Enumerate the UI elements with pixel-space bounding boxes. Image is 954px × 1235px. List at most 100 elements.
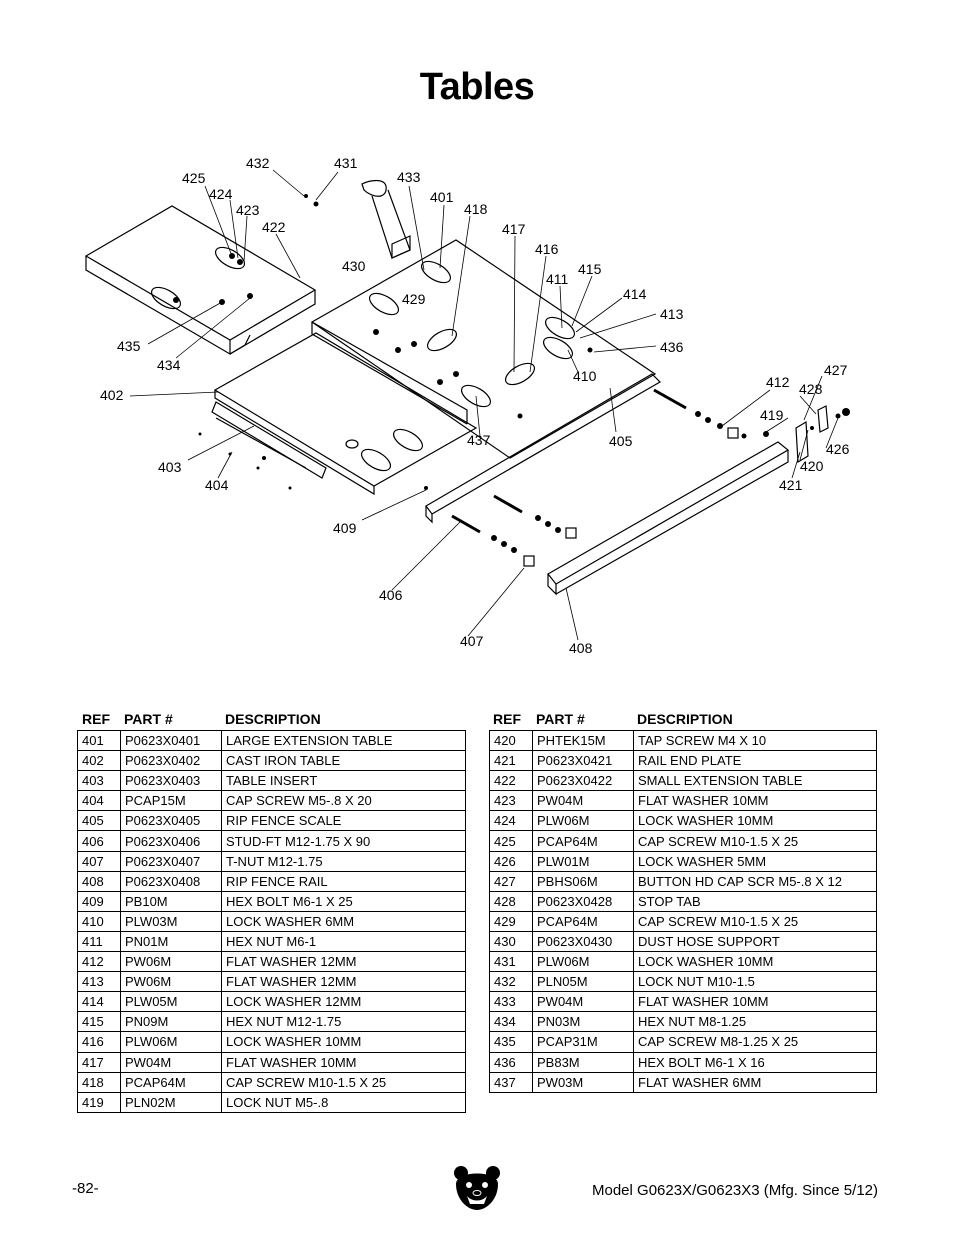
callout-429: 429 — [402, 291, 426, 307]
part-number-cell: P0623X0428 — [533, 891, 634, 911]
description-cell: FLAT WASHER 10MM — [638, 994, 769, 1010]
callout-405: 405 — [609, 433, 633, 449]
ref-cell: 428 — [490, 891, 533, 911]
part-number-cell: PLW05M — [121, 992, 222, 1012]
part-number-cell: PB10M — [121, 891, 222, 911]
part-number-cell: P0623X0405 — [121, 811, 222, 831]
ref-cell: 408 — [78, 871, 121, 891]
ref-cell: 407 — [78, 851, 121, 871]
ref-cell: 417 — [78, 1052, 121, 1072]
ref-cell: 430 — [490, 931, 533, 952]
description-cell: FLAT WASHER 12MM — [226, 974, 357, 990]
ref-cell: 418 — [78, 1072, 121, 1092]
description-cell: T-NUT M12-1.75 — [226, 853, 323, 869]
callout-424: 424 — [209, 186, 233, 202]
header-part: PART # — [124, 711, 173, 727]
callout-433: 433 — [397, 169, 421, 185]
ref-cell: 423 — [490, 791, 533, 811]
callout-414: 414 — [623, 286, 647, 302]
part-number-cell: PW06M — [121, 972, 222, 992]
model-label: Model G0623X/G0623X3 (Mfg. Since 5/12) — [592, 1182, 878, 1199]
part-number-cell: P0623X0430 — [533, 931, 634, 952]
ref-cell: 415 — [78, 1012, 121, 1032]
description-cell: LOCK WASHER 10MM — [226, 1034, 362, 1050]
ref-cell: 421 — [490, 751, 533, 771]
description-cell: HEX NUT M6-1 — [226, 933, 317, 949]
part-number-cell: P0623X0407 — [121, 851, 222, 871]
description-cell: LOCK NUT M5-.8 — [226, 1094, 329, 1110]
header-description: DESCRIPTION — [637, 711, 733, 727]
ref-cell: 420 — [490, 731, 533, 751]
callout-416: 416 — [535, 241, 559, 257]
page-title: Tables — [419, 66, 535, 108]
description-cell: LOCK WASHER 10MM — [638, 813, 774, 829]
part-number-cell: PCAP31M — [533, 1032, 634, 1052]
part-number-cell: PLN02M — [121, 1092, 222, 1112]
description-cell: HEX BOLT M6-1 X 25 — [226, 893, 353, 909]
description-cell: FLAT WASHER 10MM — [226, 1054, 357, 1070]
description-cell: SMALL EXTENSION TABLE — [638, 773, 803, 789]
ref-cell: 406 — [78, 831, 121, 851]
part-number-cell: P0623X0408 — [121, 871, 222, 891]
description-cell: HEX NUT M8-1.25 — [638, 1014, 747, 1030]
ref-cell: 432 — [490, 972, 533, 992]
callout-401: 401 — [430, 189, 454, 205]
header-description: DESCRIPTION — [225, 711, 321, 727]
ref-cell: 437 — [490, 1072, 533, 1092]
part-number-cell: PLW03M — [121, 911, 222, 931]
callout-432: 432 — [246, 155, 270, 171]
page-number: -82- — [72, 1180, 99, 1197]
description-cell: FLAT WASHER 6MM — [638, 1074, 762, 1090]
callout-420: 420 — [800, 458, 824, 474]
description-cell: LOCK NUT M10-1.5 — [638, 974, 755, 990]
ref-cell: 414 — [78, 992, 121, 1012]
callout-408: 408 — [569, 640, 593, 656]
description-cell: TAP SCREW M4 X 10 — [638, 733, 767, 749]
ref-cell: 419 — [78, 1092, 121, 1112]
bear-head-logo-icon — [454, 1166, 500, 1210]
part-number-cell: PLW06M — [121, 1032, 222, 1052]
description-cell: TABLE INSERT — [226, 773, 318, 789]
ref-cell: 424 — [490, 811, 533, 831]
part-number-cell: PW04M — [533, 992, 634, 1012]
description-cell: LOCK WASHER 5MM — [638, 853, 767, 869]
description-cell: LARGE EXTENSION TABLE — [226, 733, 393, 749]
callout-435: 435 — [117, 338, 141, 354]
part-number-cell: P0623X0406 — [121, 831, 222, 851]
description-cell: CAP SCREW M8-1.25 X 25 — [638, 1034, 799, 1050]
table-header: REF PART # DESCRIPTION — [489, 708, 877, 730]
description-cell: CAP SCREW M10-1.5 X 25 — [638, 833, 799, 849]
description-cell: STUD-FT M12-1.75 X 90 — [226, 833, 371, 849]
description-cell: HEX BOLT M6-1 X 16 — [638, 1054, 765, 1070]
part-number-cell: PHTEK15M — [533, 731, 634, 751]
description-cell: LOCK WASHER 10MM — [638, 954, 774, 970]
ref-cell: 433 — [490, 992, 533, 1012]
part-number-cell: P0623X0401 — [121, 731, 222, 751]
callout-404: 404 — [205, 477, 229, 493]
callout-413: 413 — [660, 306, 684, 322]
ref-cell: 403 — [78, 771, 121, 791]
part-number-cell: PW04M — [533, 791, 634, 811]
description-cell: RIP FENCE SCALE — [226, 813, 342, 829]
part-number-cell: PN03M — [533, 1012, 634, 1032]
callout-422: 422 — [262, 219, 286, 235]
ref-cell: 427 — [490, 871, 533, 891]
